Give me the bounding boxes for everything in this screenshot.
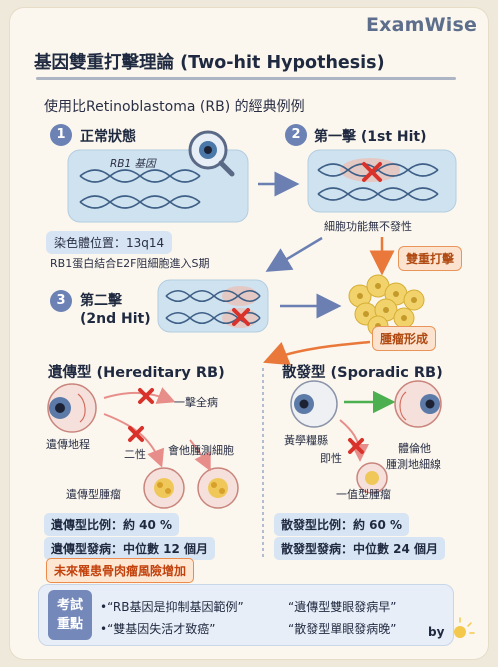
osteosarcoma-warning: 未來罹患骨肉瘤風險增加 bbox=[46, 558, 195, 583]
stage-3-number: 3 bbox=[50, 290, 72, 312]
arrow-tumor-to-types bbox=[263, 340, 371, 366]
key-points-label-line2: 重點 bbox=[56, 617, 83, 632]
key-point-2a: •“雙基因失活才致癌” bbox=[100, 622, 216, 636]
sporadic-ratio: 散發型比例：約 60 % bbox=[274, 513, 410, 536]
first-hit-panel bbox=[307, 149, 457, 213]
stage-2-number: 2 bbox=[285, 124, 307, 146]
rb1-gene-label: RB1 基因 bbox=[110, 158, 156, 170]
page-subtitle: 使用比Retinoblastoma (RB) 的經典例例 bbox=[44, 99, 305, 115]
chromosome-location: 染色體位置：13q14 bbox=[46, 231, 173, 254]
hereditary-illustration bbox=[47, 383, 239, 509]
key-point-1a: •“RB基因是抑制基因範例” bbox=[100, 600, 244, 614]
key-points-label-line1: 考試 bbox=[56, 598, 83, 613]
red-x-icon bbox=[348, 438, 364, 454]
title-underline bbox=[36, 77, 456, 80]
hereditary-title: 遺傳型 (Hereditary RB) bbox=[48, 365, 225, 381]
arrow-stage2-to-3 bbox=[265, 236, 323, 272]
sporadic-label-c1: 體倫他 bbox=[398, 442, 431, 455]
key-point-2b: “散發型單眼發病晚” bbox=[288, 622, 397, 636]
hereditary-onset: 遺傳型發病：中位數 12 個月 bbox=[44, 537, 216, 560]
red-x-icon bbox=[128, 426, 144, 442]
stage-3-sublabel: (2nd Hit) bbox=[80, 311, 151, 327]
stage-1-number: 1 bbox=[50, 124, 72, 146]
second-hit-panel bbox=[157, 279, 269, 333]
key-point-1b: “遺傳型雙眼發病早” bbox=[288, 600, 397, 614]
tumor-eye-icon bbox=[197, 467, 239, 509]
hereditary-inherited-label: 遺傳地程 bbox=[46, 438, 90, 451]
tumor-formation-tag: 腫瘤形成 bbox=[372, 326, 437, 351]
hereditary-first-hit-label: 一擊全病 bbox=[174, 396, 218, 409]
normal-state-panel bbox=[67, 130, 249, 223]
stage-1-label: 正常狀態 bbox=[80, 129, 136, 145]
tumor-cluster bbox=[348, 274, 425, 337]
eye-icon bbox=[47, 383, 97, 433]
magnifier-eye-icon bbox=[188, 130, 235, 177]
rb1-function-text: RB1蛋白結合E2F阻細胞進入S期 bbox=[50, 257, 210, 270]
double-hit-tag: 雙重打擊 bbox=[398, 246, 463, 271]
red-x-icon bbox=[362, 162, 382, 182]
hereditary-tumor-label: 遺傳型腫瘤 bbox=[66, 488, 121, 501]
sporadic-onset: 散發型發病：中位數 24 個月 bbox=[274, 537, 446, 560]
sporadic-label-c2: 腫測地細線 bbox=[386, 458, 441, 471]
sporadic-tumor-label: 一值型腫瘤 bbox=[336, 488, 391, 501]
sporadic-label-b: 即性 bbox=[320, 452, 342, 465]
red-x-icon bbox=[138, 388, 154, 404]
dna-helix-1b bbox=[79, 195, 201, 209]
sporadic-label-a: 黃學糧縣 bbox=[284, 434, 328, 447]
dna-helix-1a bbox=[79, 169, 201, 183]
eye-icon bbox=[394, 380, 442, 428]
stage-2-label: 第一擊 (1st Hit) bbox=[314, 129, 427, 145]
tumor-eye-icon bbox=[143, 467, 185, 509]
key-points-label: 考試 重點 bbox=[48, 590, 92, 640]
sporadic-illustration bbox=[290, 380, 442, 494]
first-hit-caption: 細胞功能無不發性 bbox=[324, 220, 412, 233]
key-points-box bbox=[38, 584, 454, 646]
sun-logo-icon bbox=[448, 617, 475, 638]
brand-logo: ExamWise bbox=[366, 14, 478, 36]
tumor-eye-icon bbox=[356, 462, 388, 494]
eye-icon bbox=[290, 380, 338, 428]
byline: by bbox=[428, 625, 445, 639]
red-x-icon bbox=[232, 308, 250, 326]
hereditary-other-cells-label: 會他腫測細胞 bbox=[168, 444, 234, 457]
hereditary-second-label: 二性 bbox=[124, 448, 146, 461]
sporadic-title: 散發型 (Sporadic RB) bbox=[282, 365, 443, 381]
page-title: 基因雙重打擊理論 (Two-hit Hypothesis) bbox=[34, 53, 385, 73]
stage-3-label: 第二擊 bbox=[80, 293, 122, 309]
hereditary-ratio: 遺傳型比例：約 40 % bbox=[44, 513, 180, 536]
